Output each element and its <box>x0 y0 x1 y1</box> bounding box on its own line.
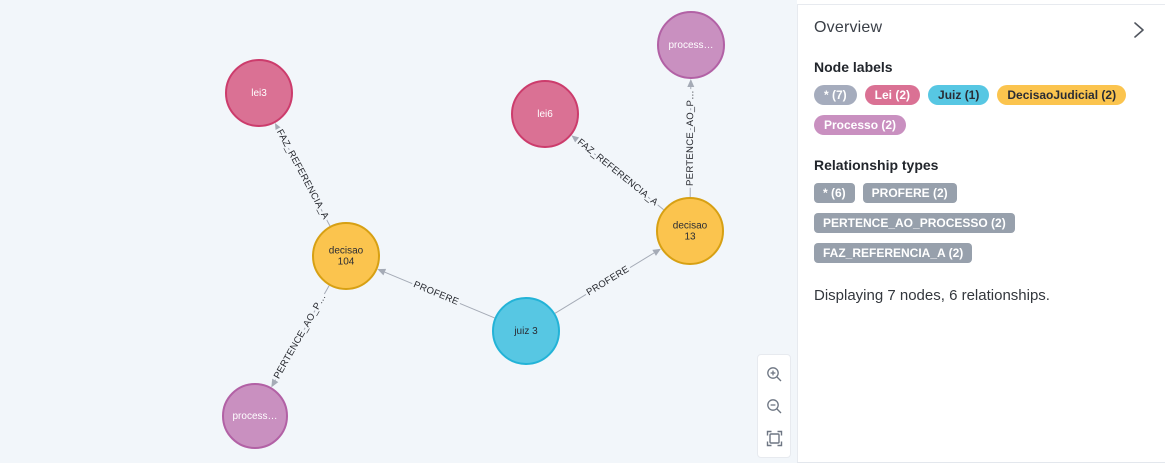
graph-node-processo-bottom[interactable]: process… <box>222 383 288 449</box>
magnifier-plus-icon <box>766 366 783 383</box>
overview-panel: Overview Node labels * (7) Lei (2) Juiz (1… <box>797 4 1165 462</box>
zoom-to-fit-button[interactable] <box>760 425 788 451</box>
graph-canvas[interactable]: FAZ_REFERENCIA_A FAZ_REFERENCIA_A PERTENCE… <box>0 0 797 463</box>
relationship-type-pill[interactable]: FAZ_REFERENCIA_A (2) <box>814 243 973 263</box>
magnifier-minus-icon <box>766 398 783 415</box>
graph-node-lei6[interactable]: lei6 <box>511 80 579 148</box>
collapse-panel-button[interactable] <box>1129 19 1149 41</box>
graph-visualization[interactable]: FAZ_REFERENCIA_A FAZ_REFERENCIA_A PERTENCE… <box>0 0 797 463</box>
node-label-pill[interactable]: Lei (2) <box>864 85 921 105</box>
zoom-controls <box>757 354 791 458</box>
relationship-type-pill[interactable]: PERTENCE_AO_PROCESSO (2) <box>814 213 1015 233</box>
node-label-pills: * (7) Lei (2) Juiz (1) DecisaoJudicial (2) P… <box>814 85 1149 135</box>
graph-node-lei3[interactable]: lei3 <box>225 59 293 127</box>
display-status: Displaying 7 nodes, 6 relationships. <box>814 287 1050 304</box>
edge-label[interactable]: PERTENCE_AO_P… <box>682 88 699 189</box>
graph-edge[interactable]: PERTENCE_AO_P… <box>269 285 331 388</box>
relationship-type-pill[interactable]: * (6) <box>814 183 855 203</box>
zoom-in-button[interactable] <box>760 361 788 387</box>
node-label-pill[interactable]: DecisaoJudicial (2) <box>997 85 1127 105</box>
node-label-pill[interactable]: * (7) <box>814 85 857 105</box>
graph-edge[interactable]: PROFERE <box>554 248 661 314</box>
node-label-pill[interactable]: Juiz (1) <box>928 85 990 105</box>
fit-frame-icon <box>766 430 783 447</box>
node-caption: juiz 3 <box>513 326 538 337</box>
panel-header: Overview <box>814 19 1149 41</box>
graph-edge[interactable]: PERTENCE_AO_P… <box>682 78 699 198</box>
node-caption: process… <box>668 40 713 51</box>
node-caption: lei3 <box>251 88 267 99</box>
edge-label[interactable]: FAZ_REFERENCIA_A <box>572 134 662 211</box>
node-label-pill[interactable]: Processo (2) <box>814 115 907 135</box>
node-caption: process… <box>232 411 277 422</box>
edge-label[interactable]: PROFERE <box>409 277 463 311</box>
graph-edge[interactable]: PROFERE <box>377 268 495 319</box>
graph-edge[interactable]: FAZ_REFERENCIA_A <box>272 122 334 227</box>
relationship-pills: * (6) PROFERE (2) PERTENCE_AO_PROCESSO (2)… <box>814 183 1149 263</box>
node-caption: lei6 <box>537 109 553 120</box>
graph-node-processo-top[interactable]: process… <box>657 11 725 79</box>
edge-label[interactable]: PROFERE <box>582 261 634 300</box>
graph-edge[interactable]: FAZ_REFERENCIA_A <box>571 134 664 211</box>
edge-label[interactable]: FAZ_REFERENCIA_A <box>272 125 334 224</box>
chevron-right-icon <box>1134 22 1144 38</box>
edge-label[interactable]: PERTENCE_AO_P… <box>269 290 331 384</box>
relationship-type-pill[interactable]: PROFERE (2) <box>862 183 957 203</box>
panel-title: Overview <box>814 19 883 36</box>
relationship-types-heading: Relationship types <box>814 157 939 173</box>
zoom-out-button[interactable] <box>760 393 788 419</box>
node-labels-heading: Node labels <box>814 59 893 75</box>
graph-node-juiz3[interactable]: juiz 3 <box>492 297 560 365</box>
